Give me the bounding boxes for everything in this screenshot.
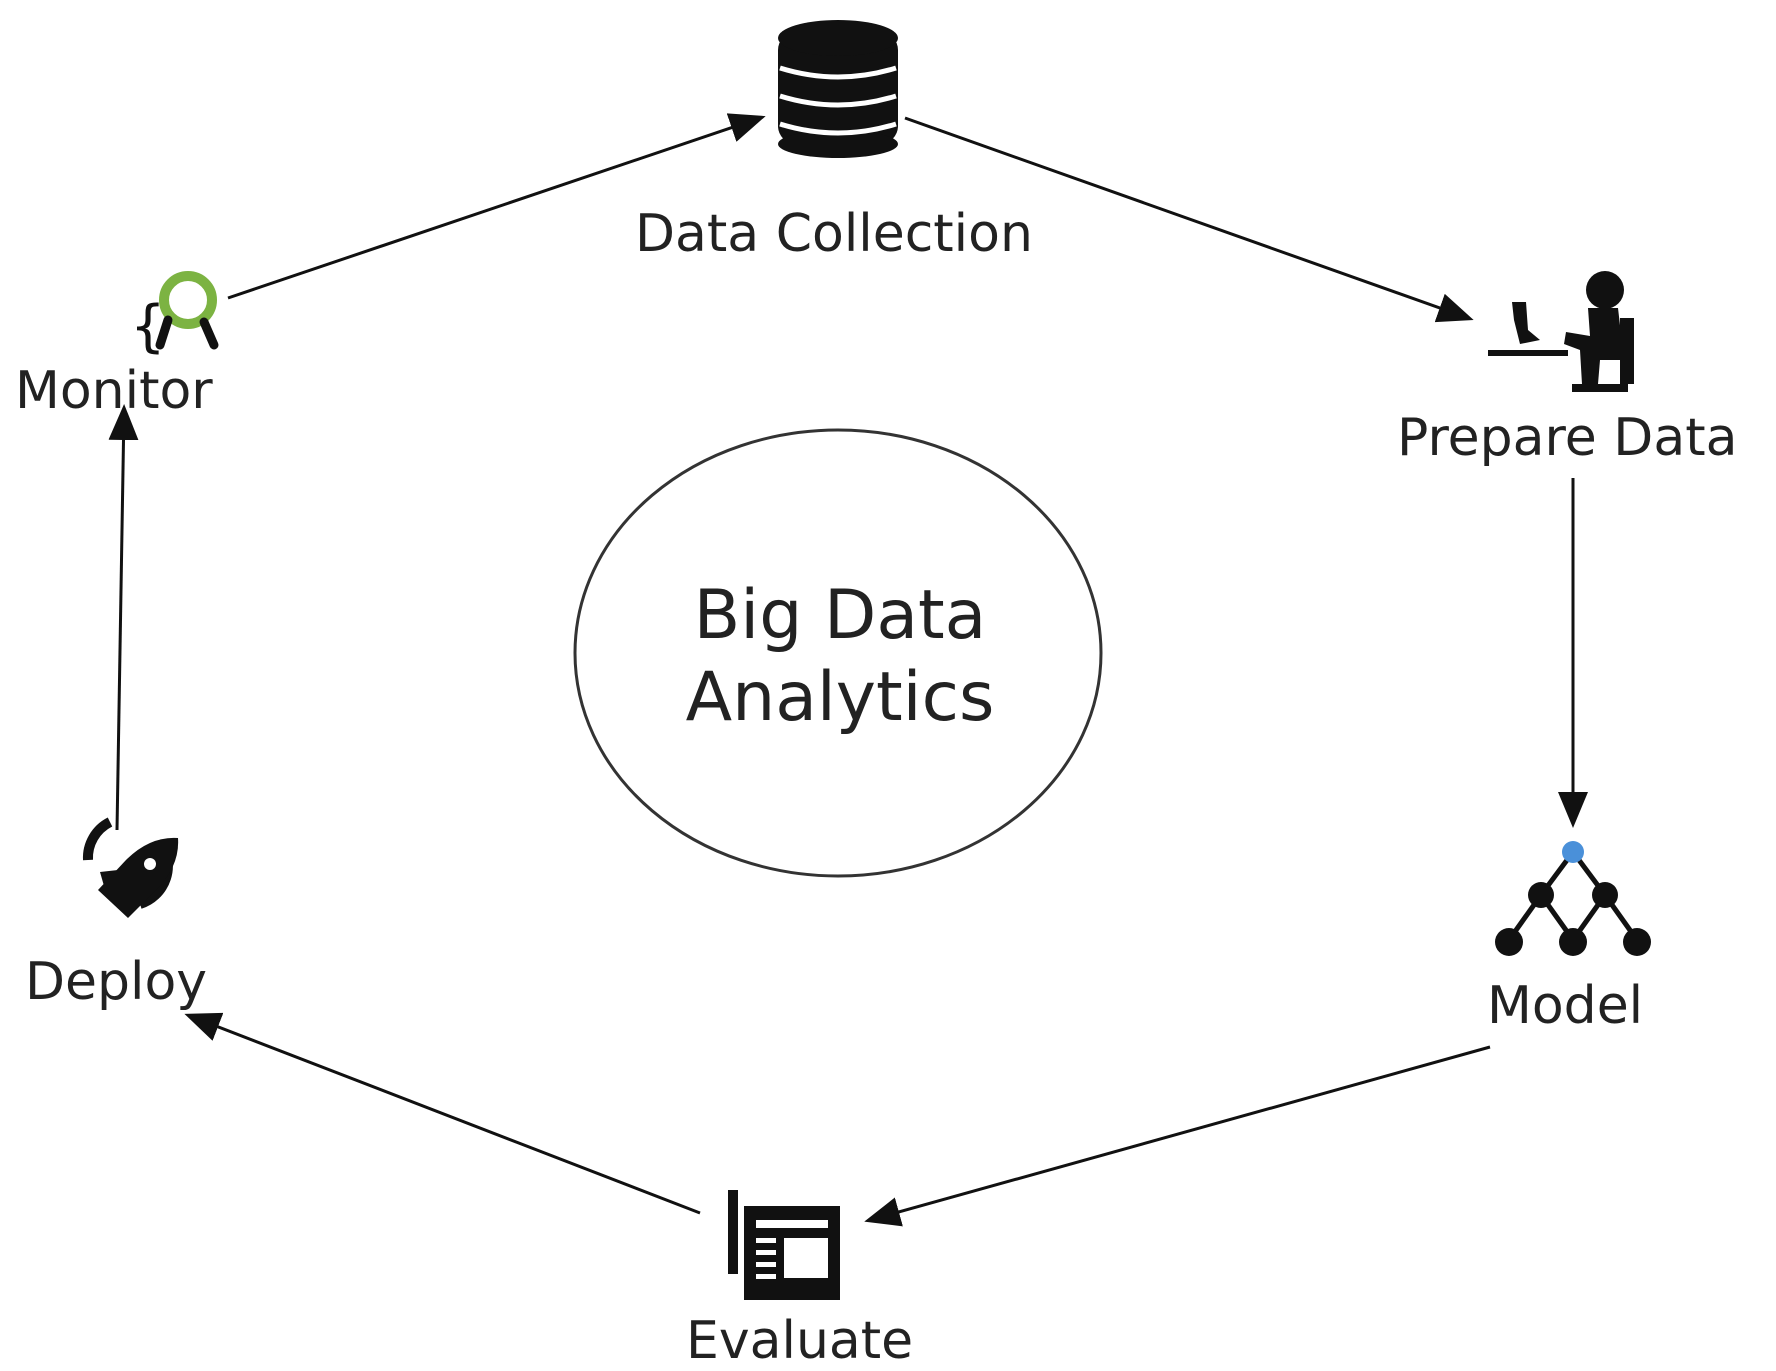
arrow-data-collection-to-prepare-data [904, 116, 1474, 323]
stage-label-deploy: Deploy [25, 952, 208, 1012]
stage-label-evaluate: Evaluate [686, 1311, 914, 1371]
person-at-desk-icon [1488, 271, 1634, 392]
center-label-line-1: Big Data [693, 576, 987, 655]
arrow-model-to-evaluate [864, 1045, 1491, 1227]
arrow-evaluate-to-deploy [184, 1012, 701, 1215]
magnifier-icon: { [130, 271, 219, 359]
stage-label-prepare-data: Prepare Data [1397, 408, 1738, 468]
rocket-icon [82, 817, 179, 918]
arrow-deploy-to-monitor [108, 404, 139, 831]
report-icon [728, 1190, 840, 1300]
center-circle [573, 428, 1103, 878]
center-label: Big Data Analytics [570, 575, 1110, 738]
center-label-line-2: Analytics [685, 657, 995, 737]
stage-label-monitor: Monitor [15, 361, 213, 421]
arrow-monitor-to-data-collection [227, 113, 766, 300]
database-icon [778, 20, 898, 158]
stage-label-model: Model [1487, 976, 1644, 1036]
stage-label-data-collection: Data Collection [635, 204, 1033, 264]
tree-model-icon [1495, 841, 1651, 956]
